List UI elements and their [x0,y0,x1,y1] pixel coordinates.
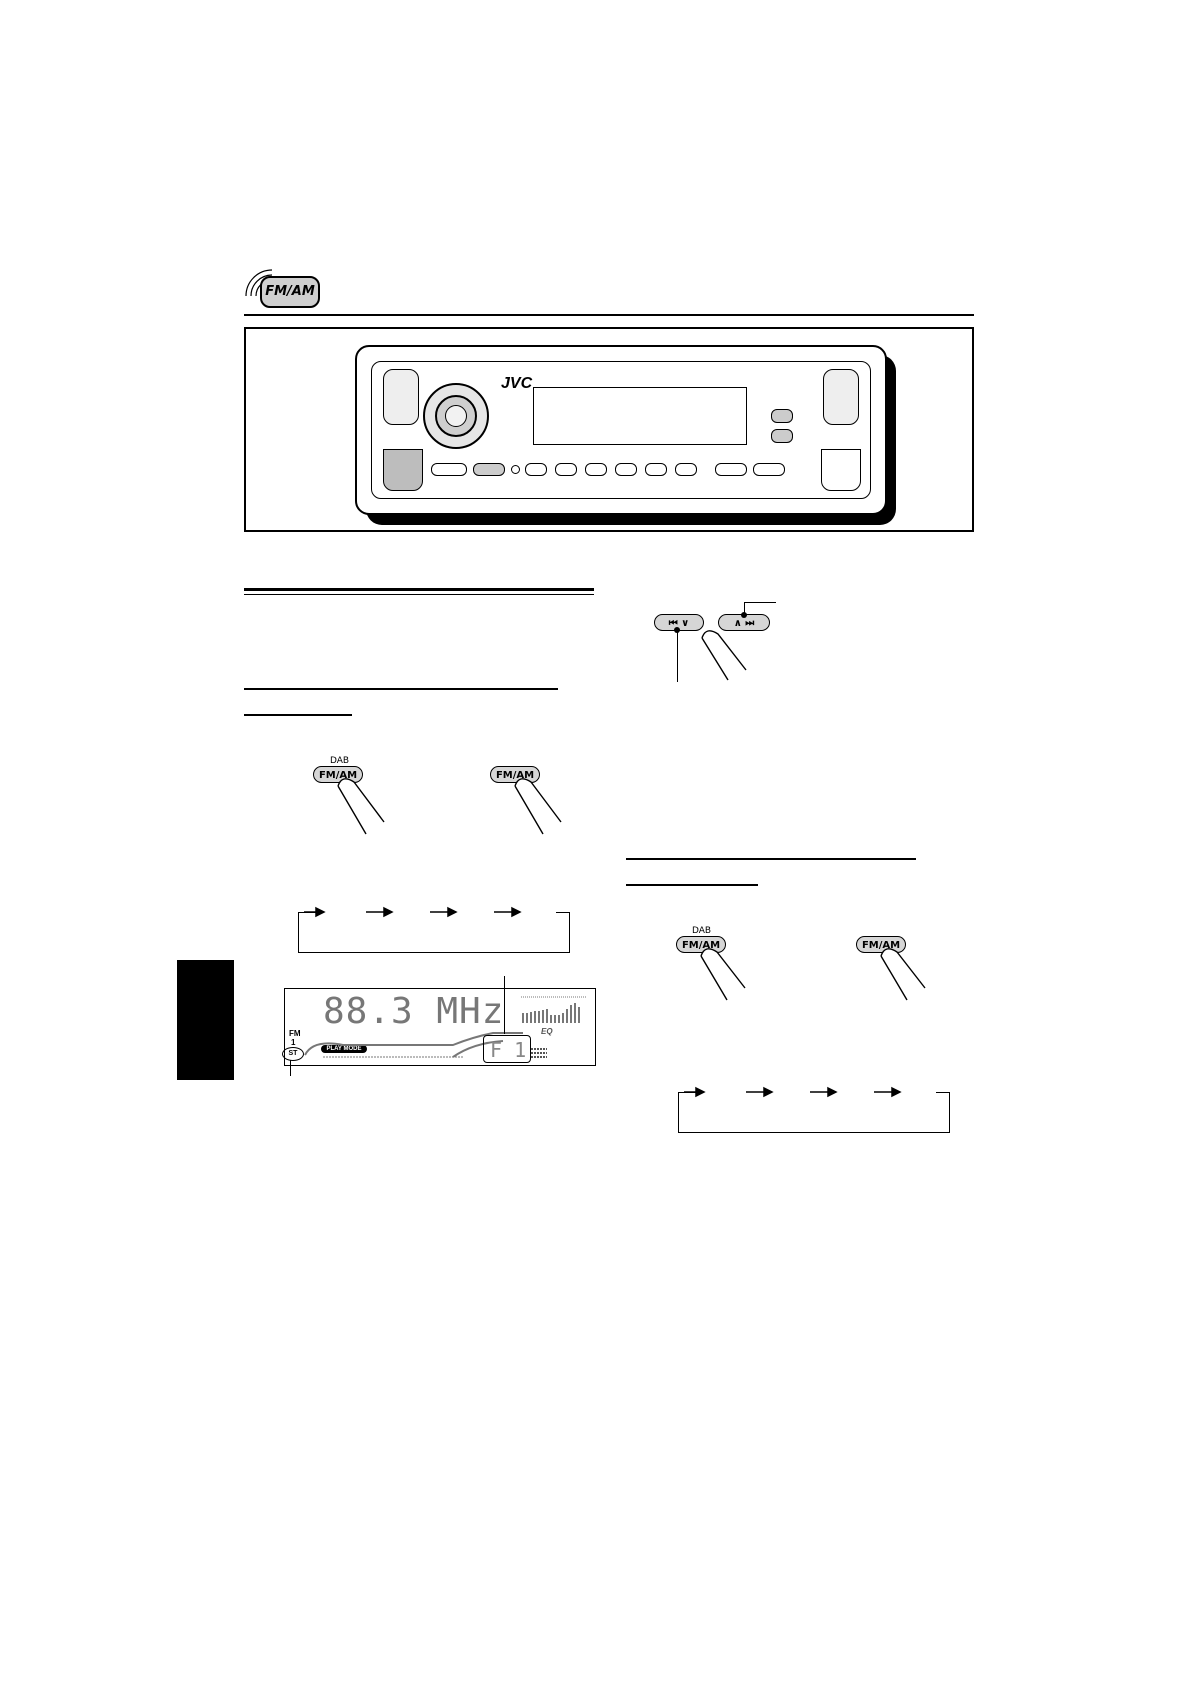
fm-am-button-left-2[interactable]: FM/AM [490,766,540,783]
unit-faceplate: JVC [355,345,887,515]
header-rule [244,314,974,316]
skip-up-callout-horizontal [744,602,776,603]
small-meter-icon [531,1048,547,1058]
finger-icon [700,948,746,1001]
fm-am-button-right-1[interactable]: FM/AM [676,936,726,953]
subsection-rule-1 [244,688,558,690]
level-meter-icon [521,996,587,1023]
unit-button[interactable] [555,463,577,476]
right-panel-bottom [821,449,861,491]
section-double-rule-bottom [244,594,594,595]
dab-label-right: DAB [692,926,712,936]
preset-readout: F 1 [490,1038,527,1062]
left-panel-top [383,369,419,425]
arrow-icon [366,906,394,918]
skip-up-button[interactable]: ∧ ⏭ [718,614,770,631]
volume-knob[interactable] [423,383,489,449]
faceplate-inner [371,361,871,499]
sensor-icon [511,465,520,474]
brand-logo: JVC [501,375,533,392]
unit-button[interactable] [753,463,785,476]
lcd-display: 88.3 MHz FM 1 ST PLAY MODE F 1 EQ [282,988,596,1066]
unit-button-row [431,463,811,477]
st-indicator: ST [282,1047,304,1061]
right-panel-top [823,369,859,425]
band-label: FM [289,1029,301,1038]
unit-button[interactable] [645,463,667,476]
left-panel-bottom [383,449,423,491]
skip-down-callout-dot [674,627,680,633]
subsection-rule-1-short [244,714,352,716]
fm-am-header-icon: FM/AM [244,268,324,310]
arrow-icon [494,906,522,918]
arrow-icon [304,906,326,918]
unit-display-window [533,387,747,445]
skip-up-callout-vertical [744,602,745,616]
section-double-rule-top [244,588,594,591]
band-cycle-top-end [556,912,570,913]
subsection-rule-2-short [626,884,758,886]
finger-icon [880,948,926,1001]
fm-am-icon-button: FM/AM [260,276,320,308]
lcd-swoosh [304,1032,523,1058]
finger-icon [514,778,562,835]
band-number: 1 [291,1038,296,1047]
band-cycle-loop-right [678,1092,950,1133]
fm-am-button-right-2[interactable]: FM/AM [856,936,906,953]
unit-button[interactable] [715,463,747,476]
eq-label: EQ [541,1027,553,1036]
preset-callout-line [504,976,505,1034]
finger-icon [701,630,747,681]
unit-button[interactable] [675,463,697,476]
language-side-tab [177,960,234,1080]
side-button-1[interactable] [771,409,793,423]
unit-button[interactable] [431,463,467,476]
arrow-icon [430,906,458,918]
dab-label-left: DAB [330,756,350,766]
unit-button[interactable] [615,463,637,476]
unit-button[interactable] [525,463,547,476]
arrow-icon [874,1086,902,1098]
finger-icon [337,778,385,835]
band-cycle-loop-left [298,912,570,953]
unit-button[interactable] [473,463,505,476]
side-button-2[interactable] [771,429,793,443]
subsection-rule-2 [626,858,916,860]
preset-box: F 1 [483,1035,531,1063]
band-cycle-top-end-right [936,1092,950,1093]
skip-up-callout-dot [741,612,747,618]
unit-illustration-frame: JVC [244,327,974,532]
fm-am-button-left-1[interactable]: FM/AM [313,766,363,783]
play-mode-badge: PLAY MODE [321,1045,367,1053]
st-callout-line [290,1060,291,1076]
skip-down-callout-vertical [677,630,678,682]
arrow-icon [684,1086,706,1098]
frequency-readout: 88.3 MHz [323,991,505,1032]
unit-button[interactable] [585,463,607,476]
arrow-icon [746,1086,774,1098]
arrow-icon [810,1086,838,1098]
